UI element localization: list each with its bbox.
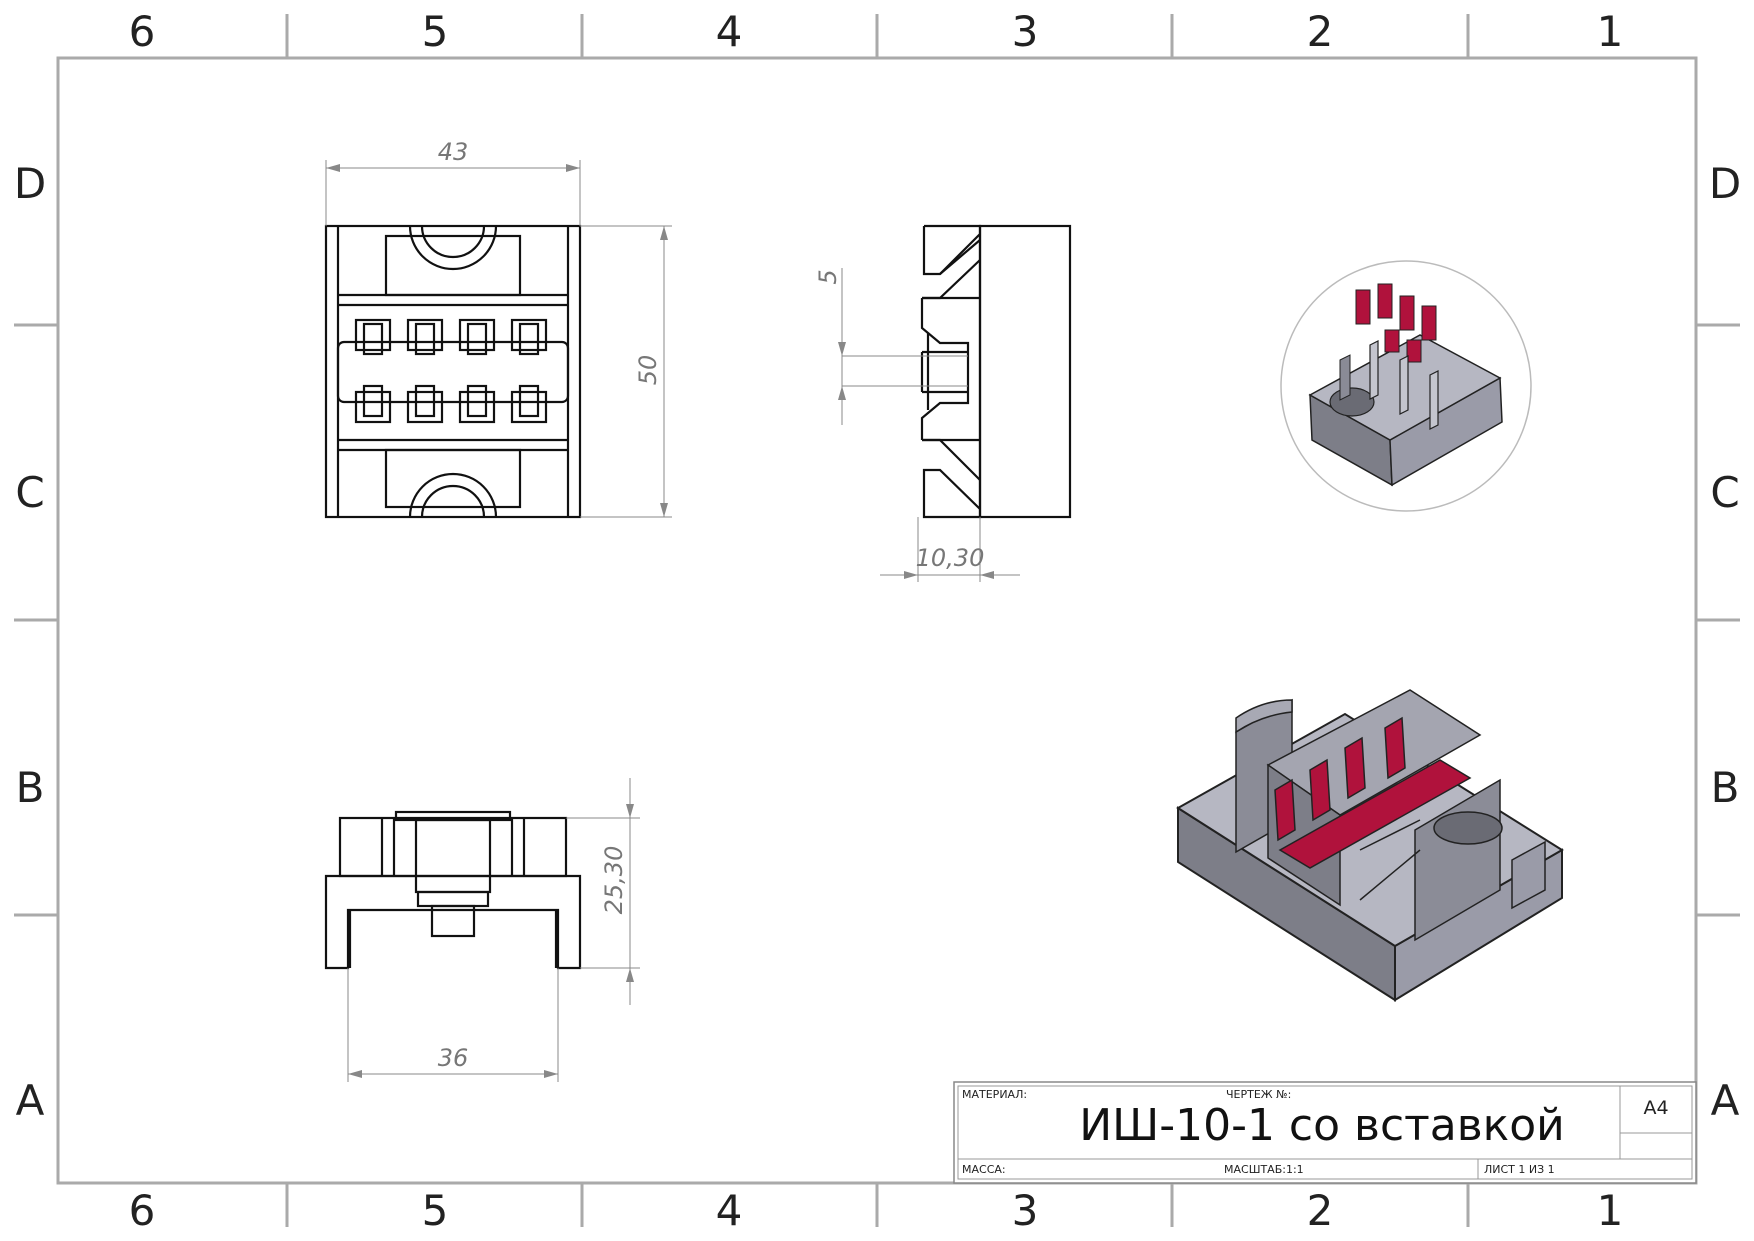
sheet-format: А4	[1643, 1097, 1668, 1119]
iso-view-large	[1176, 689, 1564, 1002]
zone-col-label: 3	[1012, 1186, 1039, 1235]
side-view	[920, 224, 1072, 519]
zone-row-label: A	[16, 1076, 45, 1125]
dimension-bottom-height: 25,30	[566, 778, 640, 1005]
zone-col-label: 1	[1597, 1186, 1624, 1235]
sheet-count-label: ЛИСТ 1 ИЗ 1	[1484, 1163, 1555, 1176]
zone-row-label: B	[16, 763, 45, 812]
zone-col-label: 3	[1012, 7, 1039, 56]
zone-col-label: 2	[1307, 1186, 1334, 1235]
scale-label: МАСШТАБ:1:1	[1224, 1163, 1304, 1176]
dimension-value: 5	[814, 269, 842, 284]
zone-dividers	[14, 14, 1740, 1227]
dimension-value: 36	[438, 1044, 469, 1072]
zone-col-label: 4	[716, 7, 743, 56]
dimension-value: 43	[438, 138, 469, 166]
zone-row-label: A	[1711, 1076, 1740, 1125]
iso-view-small	[1280, 260, 1532, 512]
zone-col-label: 1	[1597, 7, 1624, 56]
drawing-title: ИШ-10-1 со вставкой	[1079, 1100, 1565, 1151]
material-label: МАТЕРИАЛ:	[962, 1088, 1027, 1101]
zone-col-label: 5	[422, 1186, 449, 1235]
zone-col-label: 4	[716, 1186, 743, 1235]
zone-row-label: B	[1711, 763, 1740, 812]
zone-labels-top: 6 5 4 3 2 1	[129, 7, 1624, 56]
dimension-bottom-width: 36	[347, 968, 559, 1082]
zone-labels-bottom: 6 5 4 3 2 1	[129, 1186, 1624, 1235]
zone-labels-left: D C B A	[14, 159, 46, 1125]
zone-col-label: 2	[1307, 7, 1334, 56]
dimension-side-slot: 5	[814, 268, 968, 425]
zone-col-label: 6	[129, 7, 156, 56]
mass-label: МАССА:	[962, 1163, 1006, 1176]
zone-row-label: C	[15, 468, 44, 517]
zone-col-label: 6	[129, 1186, 156, 1235]
dimension-front-width: 43	[325, 138, 581, 226]
drawing-number-label: ЧЕРТЕЖ №:	[1226, 1088, 1291, 1101]
dimension-side-depth: 10,30	[880, 517, 1020, 582]
dimension-front-height: 50	[580, 225, 672, 518]
dimension-value: 25,30	[600, 846, 628, 915]
drawing-border	[56, 56, 1698, 1185]
zone-labels-right: D C B A	[1709, 159, 1741, 1125]
title-block: МАТЕРИАЛ: ЧЕРТЕЖ №: ИШ-10-1 со вставкой …	[953, 1081, 1697, 1184]
bottom-view	[324, 810, 582, 970]
zone-row-label: D	[1709, 159, 1741, 208]
dimension-value: 50	[634, 355, 662, 386]
dimension-value: 10,30	[916, 544, 985, 572]
zone-row-label: D	[14, 159, 46, 208]
zone-col-label: 5	[422, 7, 449, 56]
zone-row-label: C	[1710, 468, 1739, 517]
front-view	[324, 224, 582, 519]
